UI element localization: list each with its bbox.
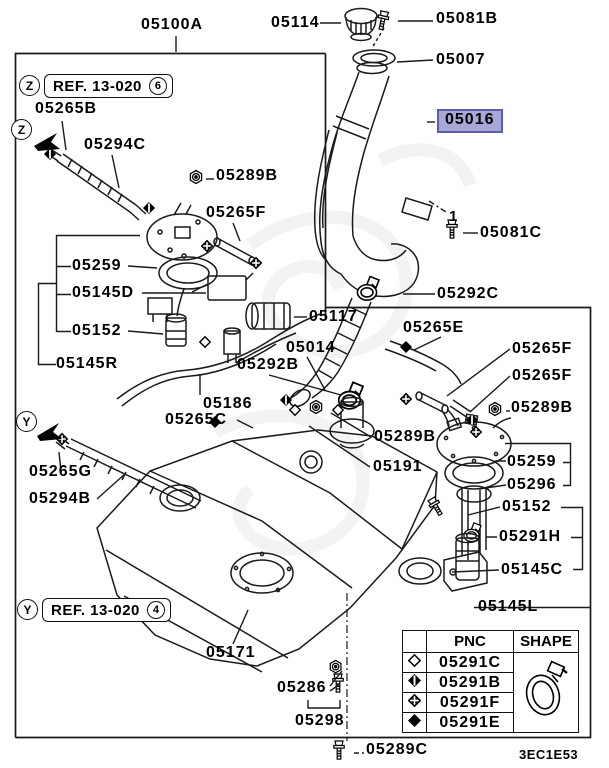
symbol-column-header bbox=[402, 630, 427, 653]
diamond-slot-icon bbox=[280, 394, 292, 406]
diamond-filled-icon bbox=[400, 341, 412, 353]
leader-lines bbox=[37, 20, 590, 754]
callout-part-number[interactable]: 05289B bbox=[374, 428, 437, 445]
callout-part-number[interactable]: 05289B bbox=[216, 167, 279, 184]
diagram-frame bbox=[14, 52, 592, 739]
arrow-icon bbox=[37, 423, 62, 441]
diamond-open-icon bbox=[402, 652, 427, 673]
callout-part-number[interactable]: 05294B bbox=[29, 490, 92, 507]
callout-part-number[interactable]: 05171 bbox=[206, 644, 256, 661]
shape-column-header: SHAPE bbox=[513, 630, 579, 653]
callout-part-number[interactable]: 05081C bbox=[480, 224, 543, 241]
callout-part-number[interactable]: 05265F bbox=[512, 367, 573, 384]
table-row: 05291E bbox=[402, 712, 579, 733]
nut-icon bbox=[309, 399, 323, 415]
callout-part-number[interactable]: 05114 bbox=[271, 14, 320, 31]
callout-part-number[interactable]: 05292B bbox=[237, 356, 300, 373]
callout-part-number[interactable]: 05289C bbox=[366, 741, 429, 758]
zone-marker-z: Z bbox=[11, 119, 32, 140]
bolt-icon bbox=[426, 495, 446, 518]
fuel-gauge-unit-drawing bbox=[48, 149, 321, 407]
fuel-tank-drawing bbox=[55, 396, 442, 741]
callout-part-number[interactable]: 05265F bbox=[512, 340, 573, 357]
callout-part-number[interactable]: 05298 bbox=[295, 712, 345, 729]
callout-part-number[interactable]: 05117 bbox=[309, 308, 358, 325]
bolt-icon bbox=[333, 740, 345, 760]
table-header-row: PNC SHAPE bbox=[402, 630, 579, 653]
ref-label: REF. 13-020 bbox=[53, 77, 142, 95]
zone-marker-y: Y bbox=[17, 599, 38, 620]
zone-marker-y: Y bbox=[16, 411, 37, 432]
table-row: 05291C bbox=[402, 652, 579, 733]
ref-count-badge: 6 bbox=[148, 77, 167, 95]
callout-part-number[interactable]: 05265F bbox=[206, 204, 267, 221]
zone-marker-z: Z bbox=[19, 75, 40, 96]
callout-part-number[interactable]: 05289B bbox=[511, 399, 574, 416]
callout-part-number[interactable]: 05014 bbox=[286, 339, 336, 356]
callout-part-number[interactable]: 05294C bbox=[84, 136, 147, 153]
ref-link-y[interactable]: REF. 13-020 4 bbox=[42, 598, 171, 622]
ref-count-badge: 4 bbox=[146, 601, 165, 619]
callout-part-number[interactable]: 05259 bbox=[72, 257, 122, 274]
callout-part-number[interactable]: 05265B bbox=[35, 100, 98, 117]
pnc-value[interactable]: 05291C bbox=[426, 652, 514, 673]
pnc-value[interactable]: 05291F bbox=[426, 692, 514, 713]
callout-part-number[interactable]: 05145R bbox=[56, 355, 119, 372]
ref-label: REF. 13-020 bbox=[51, 601, 140, 619]
diamond-slot-icon bbox=[402, 672, 427, 693]
callout-part-number-selected[interactable]: 05016 bbox=[437, 109, 503, 133]
nut-icon bbox=[488, 401, 502, 417]
arrow-icon bbox=[34, 133, 60, 151]
bolt-icon bbox=[375, 9, 391, 32]
callout-part-number[interactable]: 05286 bbox=[277, 679, 327, 696]
callout-part-number[interactable]: 05191 bbox=[373, 458, 423, 475]
callout-part-number[interactable]: 05265E bbox=[403, 319, 465, 336]
nut-icon bbox=[329, 659, 342, 674]
callout-part-number[interactable]: 05265C bbox=[165, 411, 228, 428]
callout-part-number[interactable]: 05081B bbox=[436, 10, 499, 27]
callout-part-number[interactable]: 05145C bbox=[501, 561, 564, 578]
diamond-cross-icon bbox=[250, 257, 262, 269]
callout-part-number[interactable]: 05259 bbox=[507, 453, 557, 470]
diamond-cross-icon bbox=[402, 692, 427, 713]
callout-part-number[interactable]: 05007 bbox=[436, 51, 486, 68]
pnc-legend-table: PNC SHAPE 05291C 05291B 05291F bbox=[402, 630, 579, 733]
callout-part-number[interactable]: 05292C bbox=[437, 285, 500, 302]
callout-part-number[interactable]: 05145L bbox=[478, 598, 539, 615]
fuel-pump-assembly-drawing bbox=[415, 391, 512, 592]
pnc-value[interactable]: 05291E bbox=[426, 712, 514, 733]
callout-part-number[interactable]: 05265G bbox=[29, 463, 92, 480]
diamond-filled-icon bbox=[402, 712, 427, 733]
callout-part-number[interactable]: 05296 bbox=[507, 476, 557, 493]
callout-part-number[interactable]: 05291H bbox=[499, 528, 562, 545]
callout-part-number[interactable]: 05186 bbox=[203, 395, 253, 412]
callout-part-number[interactable]: 05145D bbox=[72, 284, 135, 301]
clamp-icon bbox=[356, 275, 380, 301]
footnote-marker: 1 bbox=[449, 208, 458, 225]
pnc-value[interactable]: 05291B bbox=[426, 672, 514, 693]
ref-link-z[interactable]: REF. 13-020 6 bbox=[44, 74, 173, 98]
callout-part-number[interactable]: 05152 bbox=[72, 322, 122, 339]
table-row: 05291F bbox=[402, 692, 579, 713]
hose-clamp-icon bbox=[513, 652, 579, 733]
zone-arrows bbox=[34, 133, 62, 441]
diamond-open-icon bbox=[199, 336, 211, 348]
filler-pipe-drawing bbox=[289, 7, 462, 410]
callout-part-number[interactable]: 05152 bbox=[502, 498, 552, 515]
diamond-cross-icon bbox=[400, 393, 412, 405]
callout-part-number[interactable]: 05100A bbox=[141, 16, 204, 33]
diagram-code: 3EC1E53 bbox=[519, 747, 579, 762]
nut-icon bbox=[189, 169, 203, 185]
table-row: 05291B bbox=[402, 672, 579, 693]
pnc-column-header: PNC bbox=[426, 630, 514, 653]
diamond-slot-icon bbox=[143, 202, 155, 214]
